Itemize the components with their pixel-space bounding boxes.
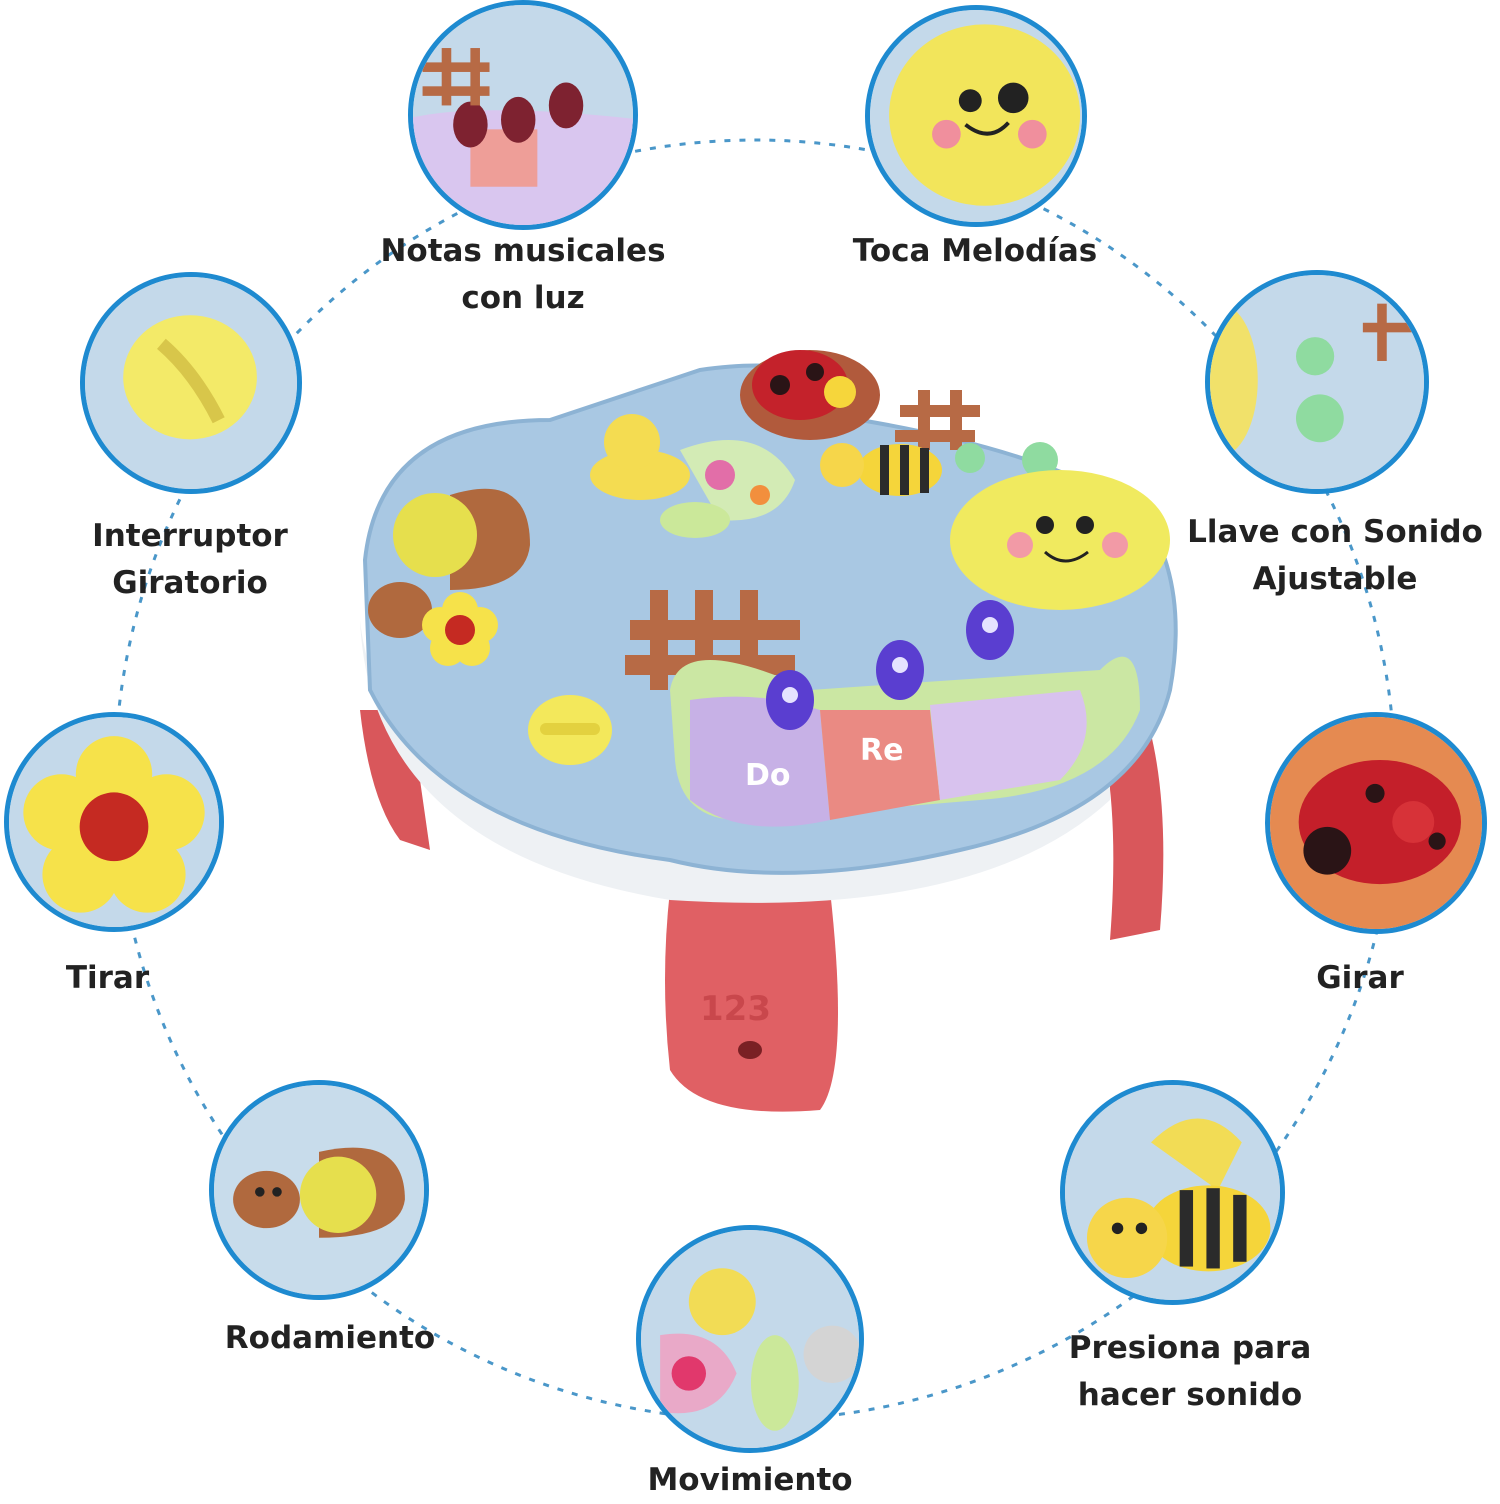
flower-pull-closeup-icon: [4, 712, 224, 932]
light-keys-closeup-icon: [408, 0, 638, 230]
ladybug-spin-closeup-icon: [1265, 712, 1487, 934]
feature-label-line: hacer sonido: [1077, 1377, 1303, 1413]
feature-label-line: Giratorio: [112, 565, 268, 601]
feature-label-line: Girar: [1316, 960, 1404, 996]
caterpillar-face-closeup-icon: [865, 5, 1087, 227]
table-leg-right: [1100, 730, 1164, 940]
sound-key-closeup-icon: [1205, 270, 1429, 494]
leg-hole: [738, 1041, 762, 1059]
feature-label-line: con luz: [461, 280, 585, 316]
feature-label-line: Movimiento: [647, 1462, 853, 1498]
piano-key-re: [820, 710, 940, 820]
feature-label-line: Toca Melodías: [852, 233, 1098, 269]
feature-label-line: Tirar: [65, 960, 150, 996]
feature-label-line: Presiona para: [1068, 1330, 1312, 1366]
activity-table-photo: 123 Do Re: [360, 350, 1178, 1112]
bee-press-closeup-icon: [1060, 1080, 1285, 1305]
feature-label-line: Llave con Sonido: [1187, 514, 1483, 550]
feature-label-line: Rodamiento: [224, 1320, 436, 1356]
feature-label-line: Ajustable: [1252, 561, 1418, 597]
leg-number-text: 123: [700, 989, 771, 1029]
feature-label-line: Notas musicales: [380, 233, 666, 269]
piano-key-mi: [930, 690, 1087, 800]
snail-roller-closeup-icon: [209, 1080, 429, 1300]
key-label-re: Re: [860, 733, 903, 768]
feature-label-line: Interruptor: [92, 518, 288, 554]
key-label-do: Do: [745, 758, 791, 793]
rotary-switch-closeup-icon: [80, 272, 302, 494]
butterfly-move-closeup-icon: [636, 1225, 864, 1453]
table-leg-front: [665, 890, 838, 1112]
